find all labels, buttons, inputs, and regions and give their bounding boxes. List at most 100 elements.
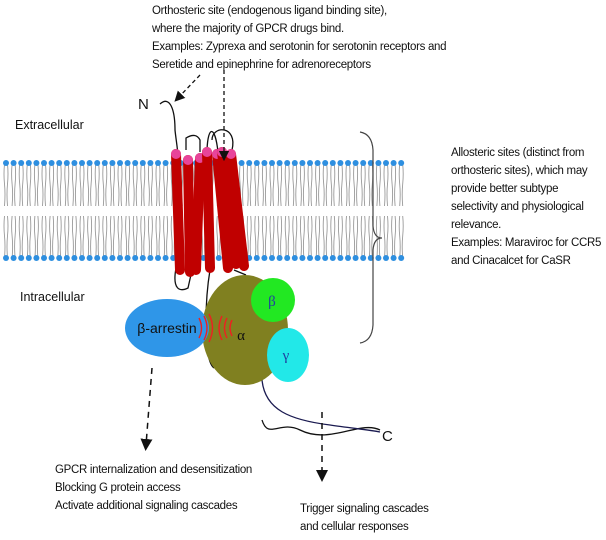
note-line: provide better subtype (451, 183, 559, 195)
lipid-head (132, 255, 139, 261)
lipid-head (117, 255, 123, 261)
lipid-head (56, 255, 63, 261)
lipid-head (155, 160, 161, 166)
lipid-head (284, 255, 291, 261)
lipid (101, 160, 108, 261)
lipid-head (269, 160, 275, 166)
lipid-head (109, 160, 116, 166)
helix (183, 155, 195, 277)
lipid (352, 160, 359, 261)
lipid (383, 160, 389, 261)
lipid (261, 160, 268, 261)
n-terminus-label: N (138, 96, 149, 113)
lipid (41, 160, 47, 261)
c-terminus-label: C (382, 428, 393, 445)
lipid-head (63, 255, 70, 261)
lipid-head (314, 160, 321, 166)
lipid-head (269, 255, 275, 261)
note-line: Examples: Maraviroc for CCR5 (451, 237, 602, 249)
lipid-head (375, 255, 382, 261)
lipid (345, 160, 351, 261)
lipid-head (276, 255, 283, 261)
lipid (299, 160, 306, 261)
lipid-head (276, 160, 283, 166)
lipid (276, 160, 283, 261)
lipid-head (71, 160, 78, 166)
lipid-head (79, 255, 85, 261)
note-line: GPCR internalization and desensitization (55, 464, 253, 476)
lipid (56, 160, 63, 261)
lipid (71, 160, 78, 261)
gprotein-effects-note: Trigger signaling cascades and cellular … (300, 500, 429, 536)
arrestin-effects-note: GPCR internalization and desensitization… (55, 461, 252, 515)
helix-cap (183, 155, 193, 165)
beta-subunit (251, 278, 295, 322)
helix-cap (171, 149, 181, 159)
lipid-head (41, 255, 47, 261)
lipid (337, 160, 344, 261)
lipid (124, 160, 131, 261)
lipid-head (238, 160, 245, 166)
lipid-head (79, 160, 85, 166)
lipid (33, 160, 40, 261)
lipid-head (322, 160, 329, 166)
lipid-head (291, 160, 298, 166)
lipid-head (33, 160, 40, 166)
lipid (117, 160, 123, 261)
lipid-head (10, 255, 17, 261)
lipid-head (398, 160, 405, 166)
lipid (329, 160, 336, 261)
lipid-head (86, 160, 93, 166)
lipid-head (329, 160, 336, 166)
note-line: selectivity and physiological (451, 201, 584, 213)
lipid-head (33, 255, 40, 261)
note-line: Seretide and epinephrine for adrenorecep… (152, 59, 371, 71)
lipid-head (307, 255, 313, 261)
lipid-head (48, 160, 55, 166)
lipid (291, 160, 298, 261)
lipid-head (352, 160, 359, 166)
lipid (398, 160, 405, 261)
lipid (253, 160, 260, 261)
lipid (269, 160, 275, 261)
note-line: orthosteric sites), which may (451, 165, 588, 177)
lipid (147, 160, 154, 261)
lipid-head (261, 255, 268, 261)
note-line: Allosteric sites (distinct from (451, 147, 585, 159)
lipid (94, 160, 101, 261)
lipid-head (25, 160, 32, 166)
note-line: Orthosteric site (endogenous ligand bind… (152, 5, 387, 17)
orthosteric-note: Orthosteric site (endogenous ligand bind… (152, 2, 447, 74)
lipid-head (337, 255, 344, 261)
lipid-head (63, 160, 70, 166)
lipid-head (345, 160, 351, 166)
lipid-head (109, 255, 116, 261)
lipid-head (162, 160, 169, 166)
lipid-head (48, 255, 55, 261)
c-terminal-tail (261, 379, 381, 433)
lipid (360, 160, 367, 261)
lipid-head (398, 255, 405, 261)
lipid-head (360, 255, 367, 261)
arrestin-arrow (140, 367, 153, 451)
lipid-head (215, 255, 222, 261)
lipid-head (139, 160, 146, 166)
note-line: Blocking G protein access (55, 482, 181, 494)
lipid (322, 160, 329, 261)
lipid-head (18, 255, 25, 261)
lipid-head (41, 160, 47, 166)
lipid (314, 160, 321, 261)
lipid-head (18, 160, 25, 166)
lipid-head (383, 255, 389, 261)
gamma-label: γ (282, 348, 290, 364)
note-line: Activate additional signaling cascades (55, 500, 238, 512)
lipid (139, 160, 146, 261)
lipid-head (307, 160, 313, 166)
beta-arrestin (125, 299, 209, 357)
lipid-head (147, 255, 154, 261)
lipid (367, 160, 374, 261)
lipid-head (155, 255, 161, 261)
lipid-head (299, 255, 306, 261)
lipid-head (124, 255, 131, 261)
